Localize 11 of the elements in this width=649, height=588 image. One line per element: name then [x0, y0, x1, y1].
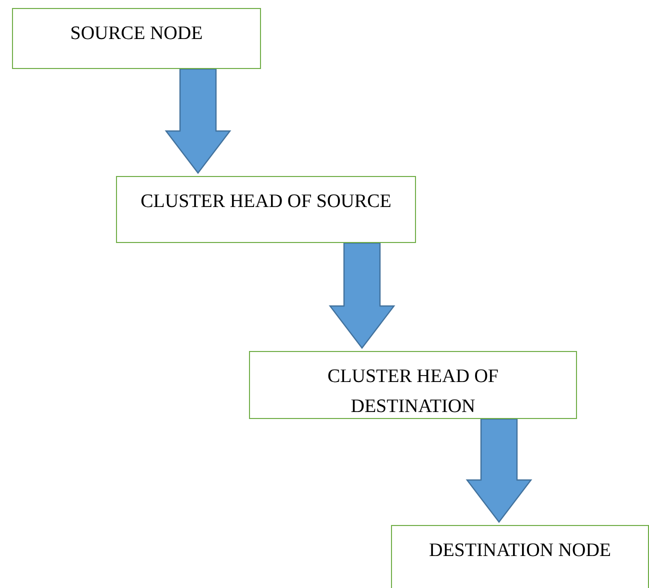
node-label: CLUSTER HEAD OF DESTINATION	[326, 365, 500, 419]
process-box	[12, 8, 261, 69]
block-arrow	[164, 68, 232, 174]
block-arrow	[466, 418, 532, 523]
process-box	[116, 176, 416, 243]
process-box	[249, 351, 577, 419]
process-box	[391, 525, 649, 588]
node-label: DESTINATION NODE	[428, 539, 612, 563]
block-arrow	[328, 242, 396, 349]
node-label: SOURCE NODE	[70, 22, 203, 46]
node-label: CLUSTER HEAD OF SOURCE	[140, 190, 392, 214]
